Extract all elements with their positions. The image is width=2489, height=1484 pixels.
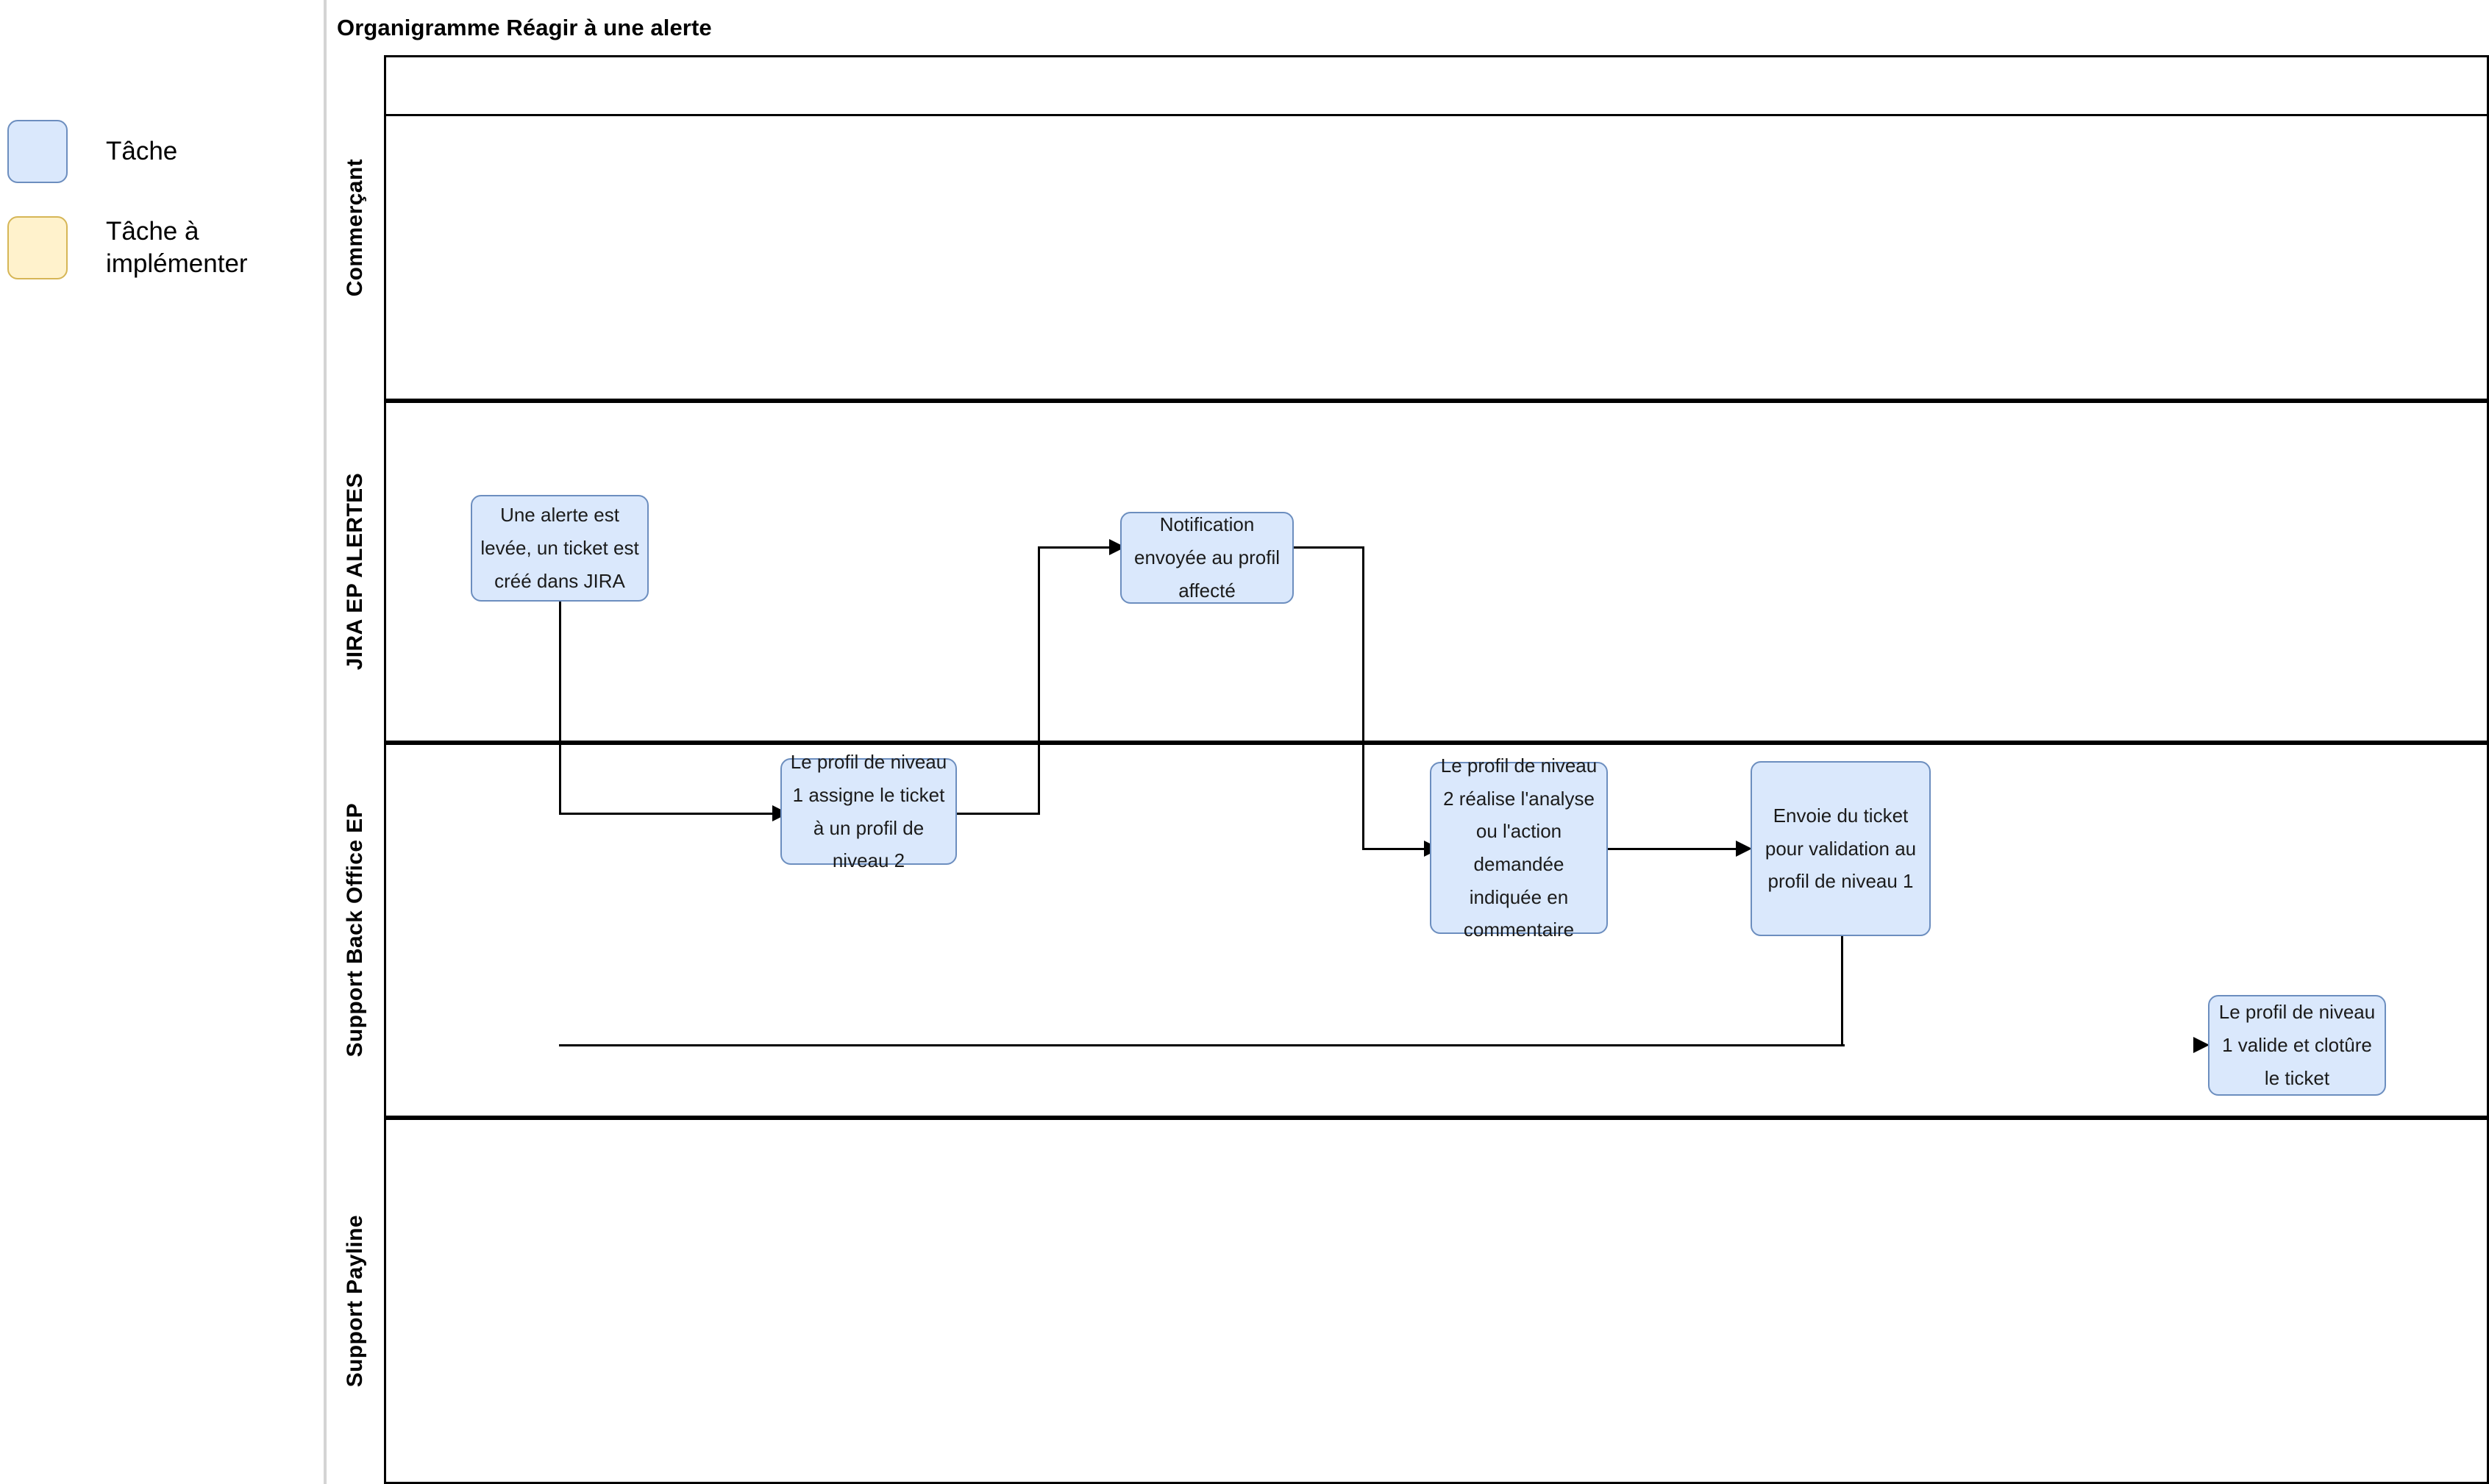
edge-alerte-to-assigne-vertical [559, 601, 561, 813]
arrowhead-envoie-to-valide [2193, 1037, 2210, 1053]
lane-support-payline: Support Payline [324, 1118, 2489, 1484]
edge-notif-to-analyse-horizontal-1 [1293, 546, 1364, 549]
legend: Tâche Tâche à implémenter [0, 0, 324, 1484]
legend-label-tache: Tâche [106, 137, 178, 166]
node-analyse-niveau-2[interactable]: Le profil de niveau 2 réalise l'analyse … [1430, 755, 1608, 941]
edge-envoie-to-valide-horizontal [559, 1044, 1845, 1046]
legend-item-tache: Tâche [7, 120, 177, 183]
legend-item-tache-a-implementer: Tâche à implémenter [7, 215, 248, 280]
edge-notif-to-analyse-horizontal-2 [1362, 848, 1428, 850]
pool-title: Organigramme Réagir à une alerte [324, 0, 2489, 55]
node-assigne-niveau-2[interactable]: Le profil de niveau 1 assigne le ticket … [780, 751, 957, 871]
legend-label-tache-a-implementer: Tâche à implémenter [106, 217, 248, 278]
node-notification[interactable]: Notification envoyée au profil affecté [1120, 512, 1294, 604]
lane-support-back-office-ep: Support Back Office EP [324, 743, 2489, 1118]
legend-swatch-tache [7, 120, 68, 183]
edge-alerte-to-assigne-horizontal [559, 813, 777, 815]
edge-envoie-to-valide-vertical [1841, 936, 1843, 1046]
node-envoie-validation[interactable]: Envoie du ticket pour validation au prof… [1751, 761, 1931, 936]
lane-label-support-back-office-ep: Support Back Office EP [343, 803, 367, 1057]
lane-jira-ep-alertes: JIRA EP ALERTES [324, 401, 2489, 743]
legend-swatch-tache-a-implementer [7, 215, 68, 279]
edge-analyse-to-envoie [1607, 848, 1741, 850]
lane-header-support-back-office-ep: Support Back Office EP [324, 743, 384, 1118]
lane-body-support-payline [384, 1118, 2489, 1484]
lane-header-jira-ep-alertes: JIRA EP ALERTES [324, 401, 384, 743]
lane-body-commercant [384, 55, 2489, 401]
lane-body-jira-ep-alertes [384, 401, 2489, 743]
arrowhead-analyse-to-envoie [1736, 841, 1752, 857]
pool-title-text: Organigramme Réagir à une alerte [337, 14, 712, 40]
swimlane-pool: Organigramme Réagir à une alerte Commerç… [324, 0, 2489, 1484]
lane-subrow-divider [384, 114, 2489, 116]
node-valide-cloture[interactable]: Le profil de niveau 1 valide et clotûre … [2208, 995, 2386, 1096]
node-alerte-levee[interactable]: Une alerte est levée, un ticket est créé… [471, 495, 649, 602]
edge-assigne-to-notif-horizontal-2 [1038, 546, 1114, 549]
lane-label-support-payline: Support Payline [343, 1214, 367, 1388]
lane-label-jira-ep-alertes: JIRA EP ALERTES [343, 473, 367, 671]
edge-assigne-to-notif-horizontal-1 [957, 813, 1040, 815]
lane-commercant: Commerçant [324, 55, 2489, 401]
lane-label-commercant: Commerçant [343, 159, 367, 297]
edge-assigne-to-notif-vertical [1038, 546, 1040, 815]
lane-header-support-payline: Support Payline [324, 1118, 384, 1484]
lane-header-commercant: Commerçant [324, 55, 384, 401]
edge-notif-to-analyse-vertical [1362, 546, 1364, 850]
